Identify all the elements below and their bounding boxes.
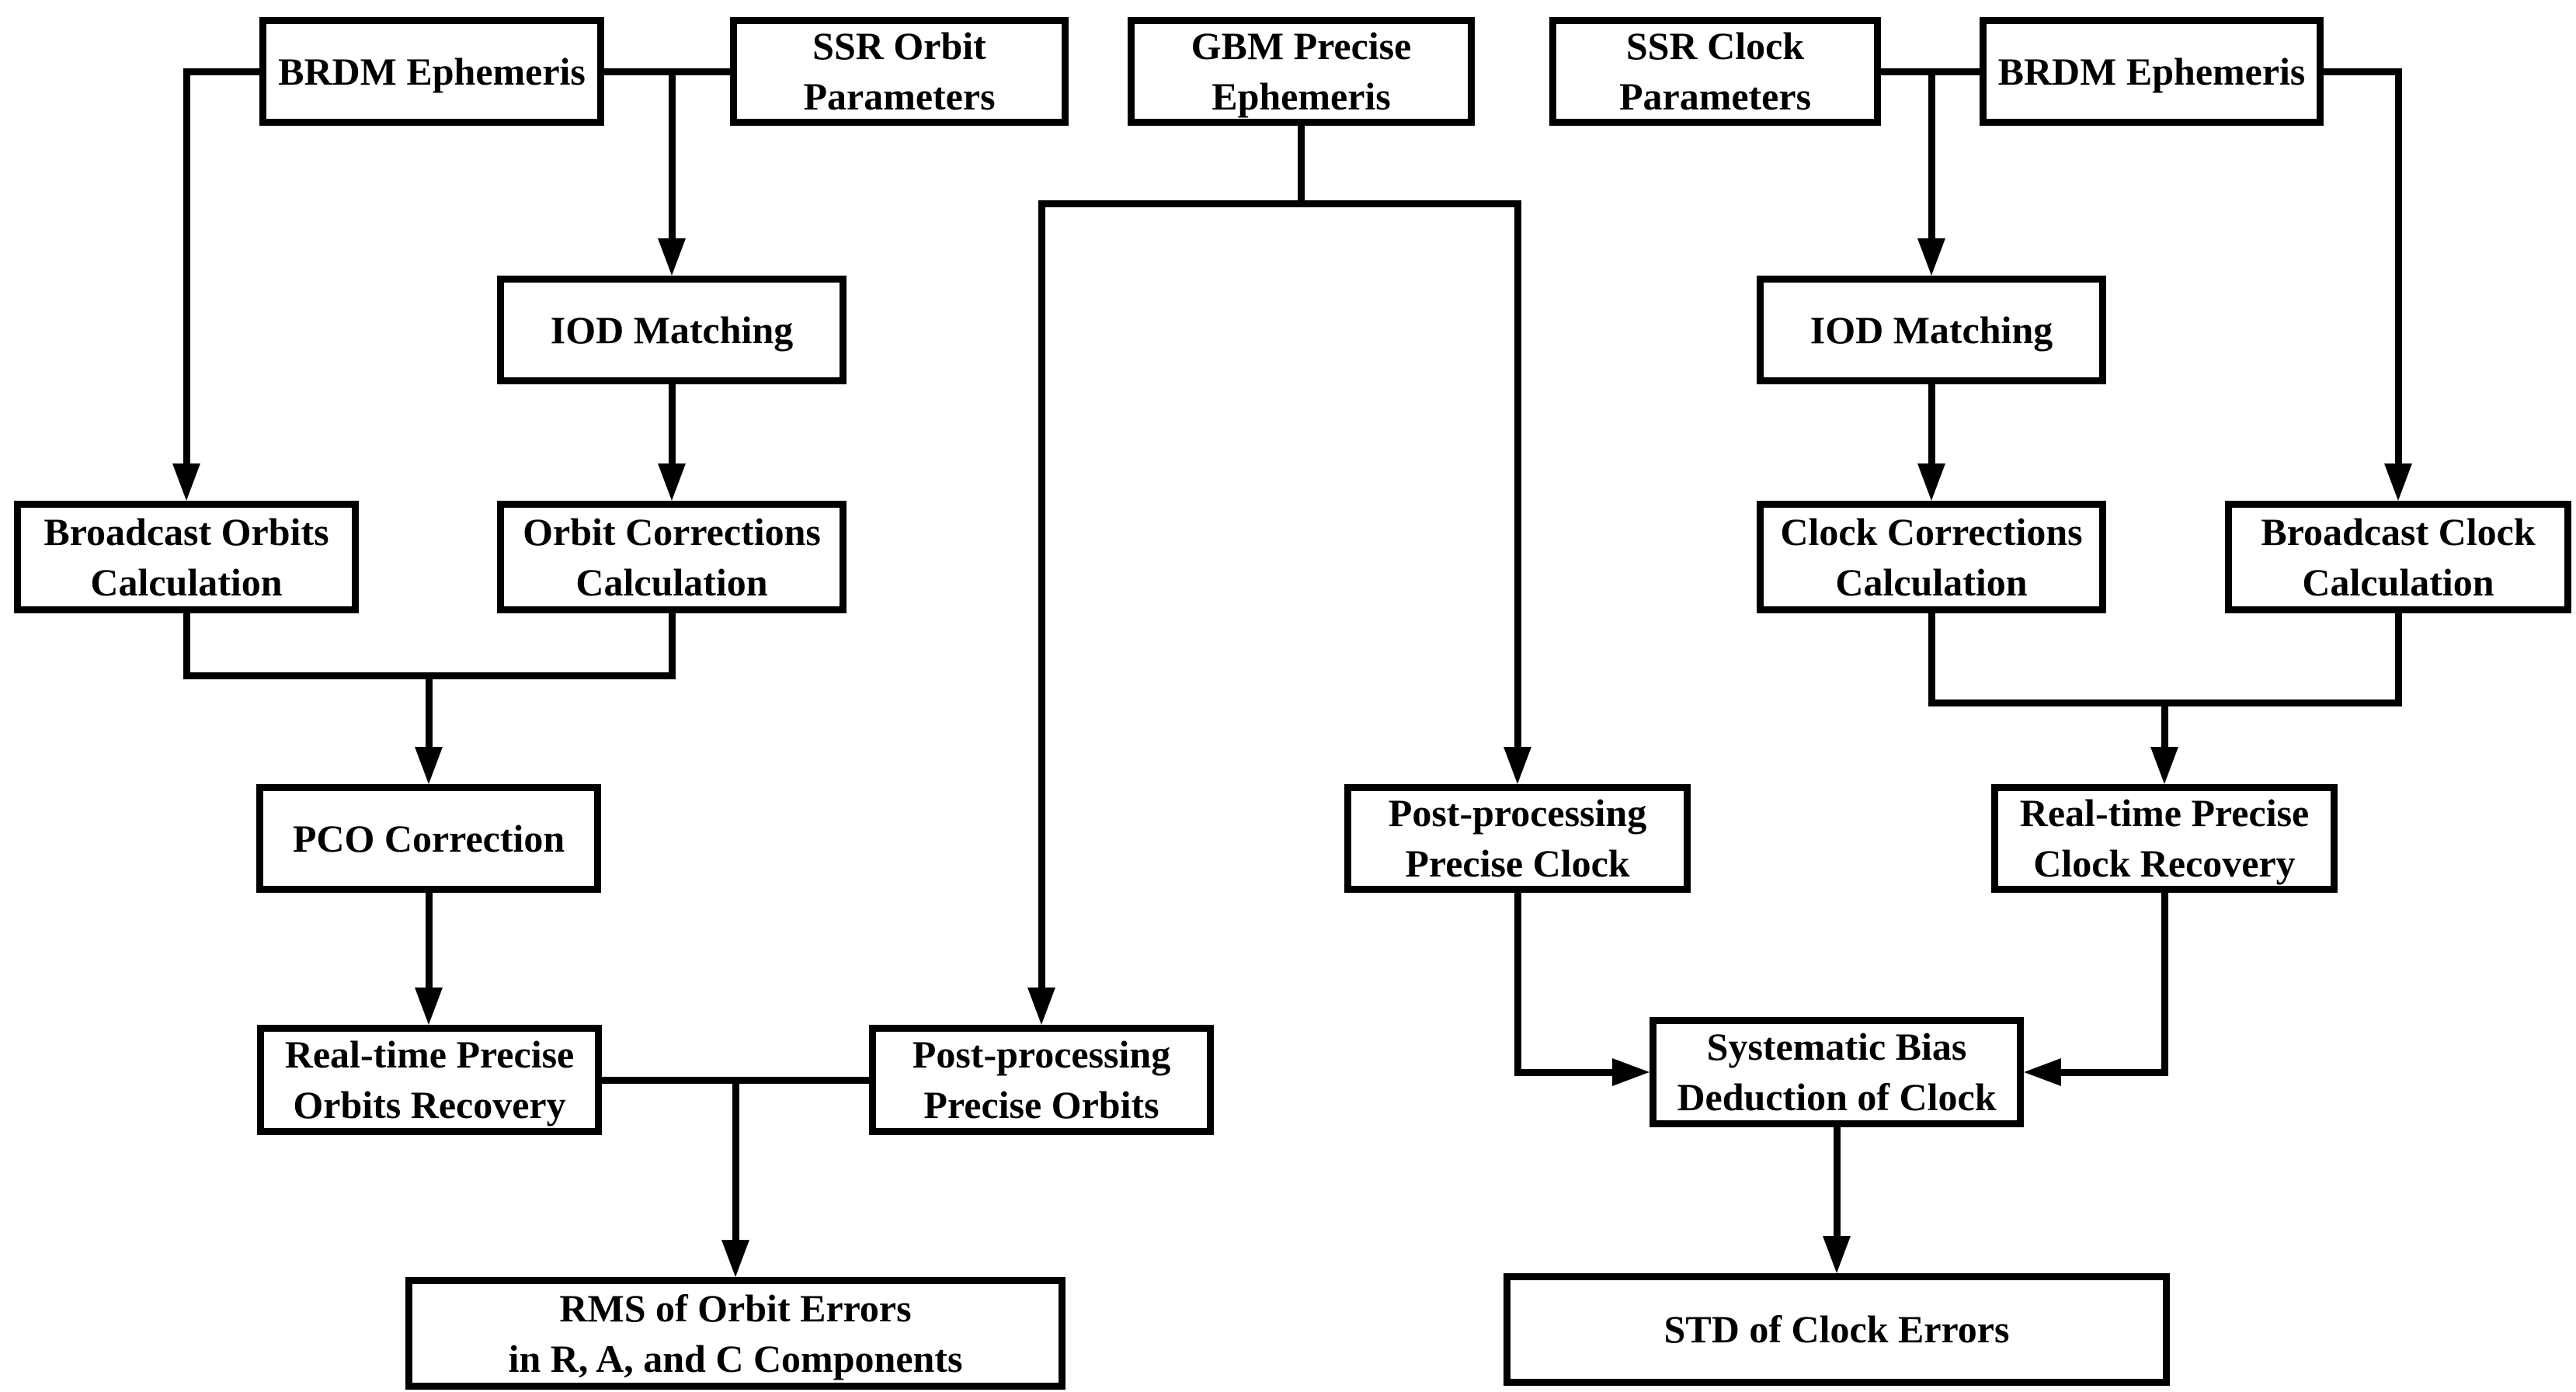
arrowhead-right-icon	[1612, 1058, 1650, 1086]
arrowhead-down-icon	[1504, 747, 1531, 784]
node-std-of-clock-errors: STD of Clock Errors	[1504, 1273, 2170, 1386]
connector-line	[426, 893, 433, 988]
connector-line	[1514, 1069, 1612, 1076]
connector-line	[1298, 126, 1305, 203]
arrowhead-down-icon	[415, 988, 443, 1025]
node-iod-matching-right: IOD Matching	[1757, 276, 2106, 384]
arrowhead-down-icon	[2150, 747, 2178, 784]
arrowhead-down-icon	[721, 1240, 749, 1277]
connector-line	[1928, 384, 1935, 463]
node-broadcast-clock-calculation: Broadcast Clock Calculation	[2225, 501, 2571, 613]
connector-line	[426, 672, 433, 747]
arrowhead-down-icon	[1917, 463, 1945, 501]
node-brdm-ephemeris-right: BRDM Ephemeris	[1980, 17, 2324, 126]
connector-line	[183, 613, 190, 679]
arrowhead-down-icon	[415, 747, 443, 784]
node-broadcast-orbits-calculation: Broadcast Orbits Calculation	[14, 501, 359, 613]
arrowhead-down-icon	[658, 238, 686, 276]
connector-line	[1834, 1127, 1841, 1236]
arrowhead-left-icon	[2024, 1058, 2061, 1086]
connector-line	[2395, 68, 2402, 463]
node-systematic-bias-deduction-of-clock: Systematic Bias Deduction of Clock	[1650, 1017, 2024, 1127]
connector-branch-line	[1038, 200, 1521, 207]
connector-line	[1928, 613, 1935, 703]
node-brdm-ephemeris-left: BRDM Ephemeris	[259, 17, 604, 126]
connector-line	[2161, 893, 2168, 1076]
node-clock-corrections-calculation: Clock Corrections Calculation	[1757, 501, 2106, 613]
node-rms-of-orbit-errors: RMS of Orbit Errors in R, A, and C Compo…	[405, 1277, 1066, 1390]
connector-line	[669, 613, 676, 679]
node-post-processing-precise-orbits: Post-processing Precise Orbits	[869, 1025, 1214, 1135]
node-orbit-corrections-calculation: Orbit Corrections Calculation	[497, 501, 846, 613]
arrowhead-down-icon	[658, 463, 686, 501]
connector-line	[1514, 893, 1521, 1076]
arrowhead-down-icon	[1917, 238, 1945, 276]
connector-line	[604, 68, 730, 75]
connector-line	[183, 68, 190, 463]
connector-line	[669, 68, 676, 238]
connector-line	[2324, 68, 2398, 75]
node-ssr-clock-parameters: SSR Clock Parameters	[1549, 17, 1881, 126]
arrowhead-down-icon	[2384, 463, 2412, 501]
connector-line	[1514, 200, 1521, 747]
arrowhead-down-icon	[1027, 988, 1055, 1025]
connector-line	[2395, 613, 2402, 703]
node-real-time-precise-orbits-recovery: Real-time Precise Orbits Recovery	[257, 1025, 602, 1135]
node-ssr-orbit-parameters: SSR Orbit Parameters	[730, 17, 1069, 126]
connector-line	[2061, 1069, 2168, 1076]
connector-line	[1928, 68, 1935, 238]
node-gbm-precise-ephemeris: GBM Precise Ephemeris	[1128, 17, 1475, 126]
node-post-processing-precise-clock: Post-processing Precise Clock	[1344, 784, 1691, 893]
connector-line	[2161, 699, 2168, 747]
node-pco-correction: PCO Correction	[256, 784, 601, 893]
arrowhead-down-icon	[1823, 1236, 1851, 1273]
node-iod-matching-left: IOD Matching	[497, 276, 846, 384]
connector-line	[732, 1077, 739, 1240]
arrowhead-down-icon	[172, 463, 200, 501]
node-real-time-precise-clock-recovery: Real-time Precise Clock Recovery	[1991, 784, 2338, 893]
connector-line	[669, 384, 676, 463]
connector-line	[1038, 200, 1045, 988]
connector-line	[186, 68, 259, 75]
